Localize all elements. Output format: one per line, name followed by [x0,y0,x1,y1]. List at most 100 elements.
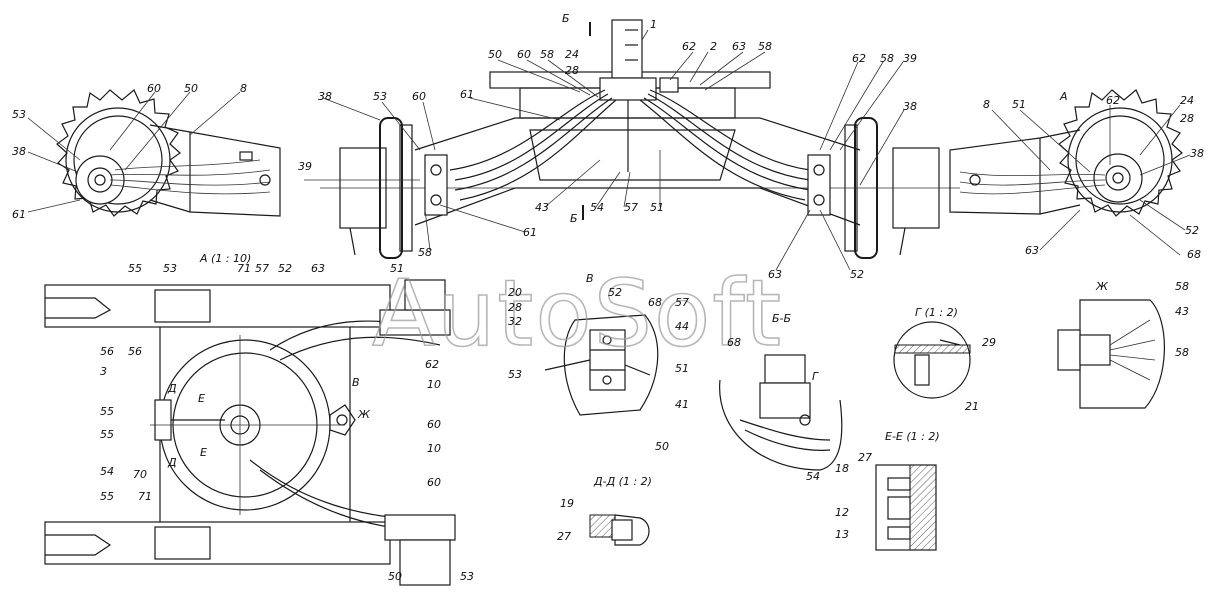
callout-13: 13 [835,528,849,541]
callout-53: 53 [163,262,177,275]
callout-58: 58 [758,40,772,53]
callout-60: 60 [427,476,441,489]
callout-50: 50 [488,48,502,61]
detail-zh-title: Ж [1095,280,1109,293]
callout-44: 44 [675,320,689,333]
callout-71: 71 [138,490,152,503]
callout-58: 58 [1175,280,1189,293]
callout-50: 50 [388,570,402,583]
callout-56: 56 [100,345,114,358]
right-sprocket-view [949,89,1183,217]
view-a-frame [44,279,456,586]
callout-24: 24 [565,48,579,61]
detail-g-marker: Г [812,370,819,383]
callout-18: 18 [835,462,849,475]
callout-10: 10 [427,378,441,391]
section-b-title: Б [562,12,570,25]
callout-38: 38 [1190,147,1204,160]
watermark-text: AutoSoft [372,260,783,367]
callout-62: 62 [425,358,439,371]
section-b-bottom-title: Б [570,212,578,225]
callout-52: 52 [608,286,622,299]
section-dd-title: Д-Д (1 : 2) [593,475,652,488]
callout-19: 19 [560,497,574,510]
callout-57: 57 [624,201,638,214]
callout-58: 58 [418,246,432,259]
callout-39: 39 [903,52,917,65]
section-dd [589,514,650,546]
callout-68: 68 [1187,248,1201,261]
detail-g-title: Г (1 : 2) [915,306,958,319]
leader-lines [27,29,1191,271]
callout-55: 55 [128,262,142,275]
callout-38: 38 [12,145,26,158]
callout-50: 50 [184,82,198,95]
callout-27: 27 [858,451,872,464]
callout-63: 63 [768,268,782,281]
callout-58: 58 [880,52,894,65]
detail-v-marker: В [352,376,360,389]
callout-68: 68 [727,336,741,349]
callout-70: 70 [133,468,147,481]
callout-54: 54 [100,465,114,478]
callout-53: 53 [12,108,26,121]
callout-58: 58 [540,48,554,61]
view-a-arrow-title: А [1059,90,1068,103]
detail-v [544,314,659,416]
detail-zh [1057,299,1165,409]
section-ee [875,464,937,551]
callout-63: 63 [732,40,746,53]
section-e-marker-top: Е [198,392,205,405]
callout-63: 63 [311,262,325,275]
callout-2: 2 [710,40,717,53]
callout-61: 61 [12,208,26,221]
callout-51: 51 [650,201,664,214]
callout-58: 58 [1175,346,1189,359]
callout-38: 38 [318,90,332,103]
callout-54: 54 [806,470,820,483]
callout-39: 39 [298,160,312,173]
callout-21: 21 [965,400,979,413]
section-e-marker-bottom: Е [200,446,207,459]
view-zh-arrow: Ж [357,408,371,421]
callout-8: 8 [983,98,990,111]
callout-43: 43 [1175,305,1189,318]
callout-10: 10 [427,442,441,455]
callout-53: 53 [508,368,522,381]
callout-28: 28 [508,301,522,314]
callout-51: 51 [1012,98,1026,111]
callout-24: 24 [1180,94,1194,107]
callout-28: 28 [565,64,579,77]
callout-28: 28 [1180,112,1194,125]
callout-51: 51 [675,362,689,375]
callout-8: 8 [240,82,247,95]
callout-52: 52 [278,262,292,275]
callout-57: 57 [255,262,269,275]
callout-54: 54 [590,201,604,214]
axle-top-view [320,19,960,259]
callout-50: 50 [655,440,669,453]
callout-55: 55 [100,428,114,441]
callout-62: 62 [682,40,696,53]
callout-62: 62 [1106,94,1120,107]
callout-62: 62 [852,52,866,65]
view-titles: Б Б А A (1 : 10) В Б-Б Г (1 : 2) Г Ж Ж Е… [167,12,1109,488]
callout-29: 29 [982,336,996,349]
callout-68: 68 [648,296,662,309]
callout-53: 53 [373,90,387,103]
callout-12: 12 [835,506,849,519]
callout-71: 71 [237,262,251,275]
view-a-title: A (1 : 10) [199,252,251,265]
section-ee-title: Е-Е (1 : 2) [885,430,940,443]
section-bb-title: Б-Б [772,312,791,325]
detail-v-title: В [586,272,594,285]
callout-60: 60 [427,418,441,431]
callout-55: 55 [100,405,114,418]
callout-52: 52 [850,268,864,281]
callout-55: 55 [100,490,114,503]
callout-43: 43 [535,201,549,214]
callout-27: 27 [557,530,571,543]
callout-56: 56 [128,345,142,358]
callout-60: 60 [412,90,426,103]
callout-51: 51 [390,262,404,275]
